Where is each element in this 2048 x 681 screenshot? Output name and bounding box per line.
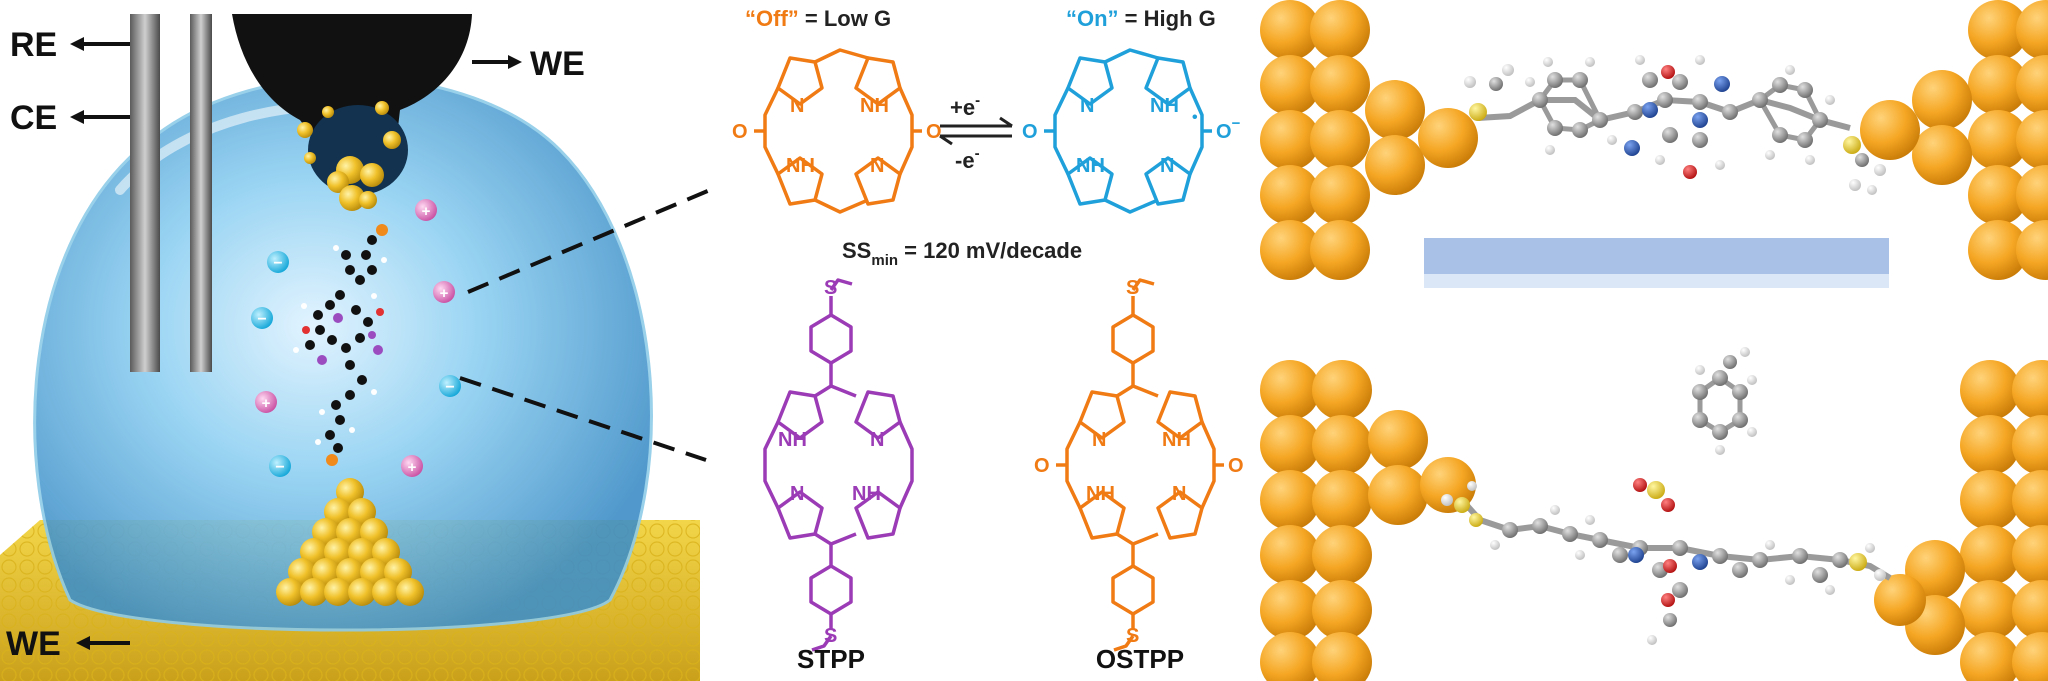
redox-equilibrium: +e- -e- (939, 92, 1013, 173)
bottom-left-gold-electrode (1260, 360, 1476, 681)
stm-tip (232, 14, 472, 180)
on-atom-nh-bottom: NH (1076, 155, 1105, 177)
stpp-atom-n-bottom: N (790, 483, 804, 505)
on-quote-word: “On” (1066, 6, 1119, 31)
label-we-tip: WE (530, 45, 585, 83)
positive-ion-sign: + (262, 395, 271, 412)
ss-value: = 120 mV/decade (898, 238, 1082, 263)
off-atom-n-bottom: N (870, 155, 884, 177)
stpp-name: STPP (797, 644, 865, 674)
top-molecule-ball-stick (1464, 55, 1886, 195)
stpp-atom-nh-top: NH (778, 429, 807, 451)
negative-ion (267, 251, 289, 273)
negative-ions: − − − − (251, 251, 461, 477)
label-ce: CE (10, 99, 57, 137)
forward-sup: - (975, 92, 980, 109)
positive-ion-sign: + (408, 459, 417, 476)
subthreshold-swing: SSmin = 120 mV/decade (842, 238, 1082, 269)
top-right-gold-electrode (1860, 0, 2048, 280)
negative-ion-sign: − (257, 311, 266, 328)
off-atom-n-top: N (790, 95, 804, 117)
counter-electrode-rod (190, 14, 212, 372)
on-rest: = High G (1119, 6, 1216, 31)
top-left-gold-electrode (1260, 0, 1478, 280)
positive-ion-sign: + (422, 203, 431, 220)
label-re: RE (10, 26, 57, 64)
ostpp-atom-s-top: S (1126, 277, 1139, 299)
off-atom-o-right: O (926, 121, 942, 143)
ss-subscript: min (871, 252, 898, 269)
forward-label: +e (950, 95, 975, 120)
on-atom-nh-top: NH (1150, 95, 1179, 117)
on-radical-dot: • (1192, 109, 1198, 126)
ostpp-structure (1056, 278, 1224, 652)
bottom-right-gold-electrode (1874, 360, 2048, 681)
leader-line-top (467, 188, 711, 294)
backward-sup: - (975, 145, 980, 162)
conductance-bar (1424, 238, 1889, 274)
ostpp-atom-nh-top: NH (1162, 429, 1191, 451)
ostpp-atom-n-top: N (1092, 429, 1106, 451)
negative-ion (251, 307, 273, 329)
on-state-porphyrin (1044, 48, 1212, 214)
label-we-substrate: WE (6, 625, 61, 663)
ostpp-atom-o-left: O (1034, 455, 1050, 477)
junction-molecule (293, 224, 388, 466)
on-atom-n-top: N (1080, 95, 1094, 117)
off-quote-word: “Off” (745, 6, 799, 31)
gold-pyramid (276, 478, 424, 606)
stpp-atom-n-top: N (870, 429, 884, 451)
ostpp-atom-nh-bottom: NH (1086, 483, 1115, 505)
ostpp-atom-o-right: O (1228, 455, 1244, 477)
on-atom-o-minus: O− (1216, 115, 1241, 143)
ostpp-atom-s-bottom: S (1126, 625, 1139, 647)
left-panel: − − − − + + + + RE CE WE WE (0, 14, 711, 681)
right-panel (1260, 0, 2048, 681)
off-state-porphyrin (754, 48, 922, 214)
water-droplet (33, 75, 653, 632)
ostpp-name: OSTPP (1096, 644, 1184, 674)
bottom-molecule-ball-stick (1441, 347, 1892, 645)
positive-ion-sign: + (440, 285, 449, 302)
svg-text:+e-: +e- (950, 92, 980, 120)
off-atom-o-left: O (732, 121, 748, 143)
on-atom-o-left: O (1022, 121, 1038, 143)
svg-text:-e-: -e- (955, 145, 980, 173)
stpp-atom-s-bottom: S (824, 625, 837, 647)
stpp-structure (763, 278, 914, 652)
off-state-title: “Off” = Low G (745, 6, 891, 31)
ostpp-atom-n-bottom: N (1172, 483, 1186, 505)
negative-ion-sign: − (275, 459, 284, 476)
off-rest: = Low G (799, 6, 891, 31)
stpp-atom-nh-bottom: NH (852, 483, 881, 505)
on-atom-n-bottom: N (1160, 155, 1174, 177)
middle-panel: “Off” = Low G “On” = High G +e- -e- SSmi… (732, 6, 1244, 674)
ss-prefix: SS (842, 238, 871, 263)
backward-label: -e (955, 148, 975, 173)
reference-electrode-rod (130, 14, 160, 372)
positive-ions: + + + + (255, 199, 455, 477)
off-atom-nh-bottom: NH (786, 155, 815, 177)
stpp-atom-s-top: S (824, 277, 837, 299)
on-state-title: “On” = High G (1066, 6, 1216, 31)
negative-ion (439, 375, 461, 397)
off-atom-nh-top: NH (860, 95, 889, 117)
negative-ion (269, 455, 291, 477)
negative-ion-sign: − (445, 379, 454, 396)
leader-line-bottom (459, 376, 707, 462)
negative-ion-sign: − (273, 255, 282, 272)
